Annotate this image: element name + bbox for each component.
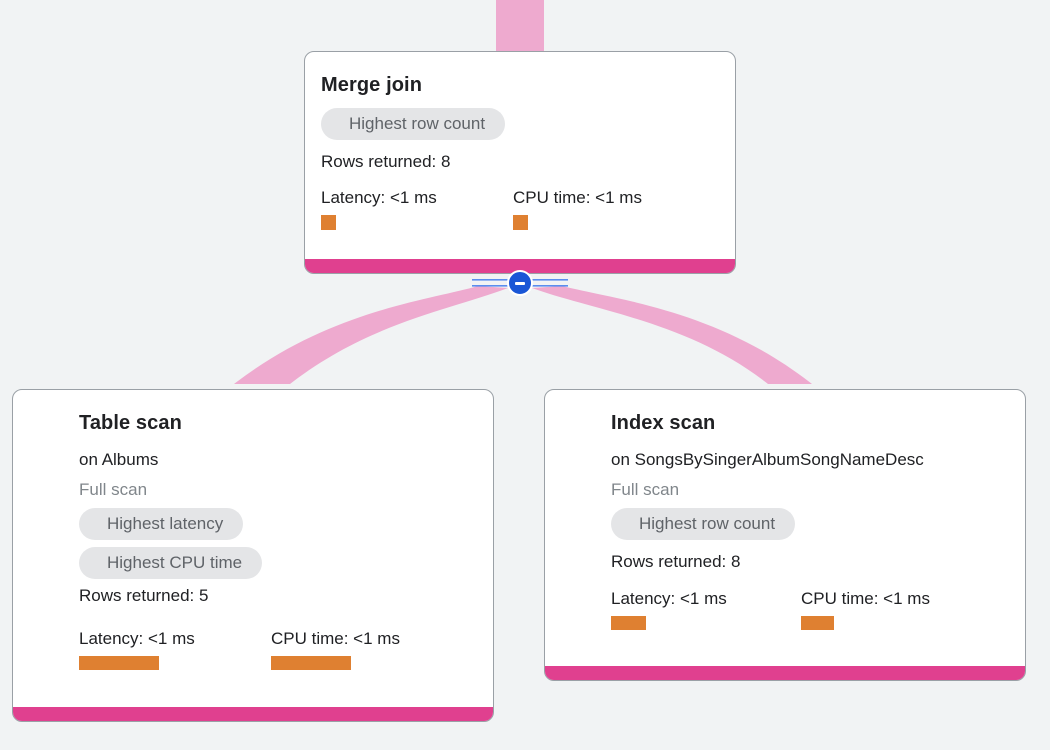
node-table-scan-content: Table scan on Albums Full scan Highest l… xyxy=(13,390,493,721)
metric-latency: Latency: <1 ms xyxy=(79,628,195,670)
node-scan-type: Full scan xyxy=(611,480,680,499)
node-status-bar xyxy=(545,666,1025,680)
node-table-scan[interactable]: Table scan on Albums Full scan Highest l… xyxy=(12,389,494,722)
chip-highest-row-count[interactable]: Highest row count xyxy=(611,508,796,540)
minus-glyph xyxy=(514,282,525,285)
node-merge-join[interactable]: Merge join Highest row count Rows return… xyxy=(304,51,736,274)
chip-list: Highest latency Highest CPU time xyxy=(79,508,263,586)
node-scan-type: Full scan xyxy=(79,480,148,499)
node-index-scan[interactable]: Index scan on SongsBySingerAlbumSongName… xyxy=(544,389,1026,681)
edge-mergejoin-to-tablescan xyxy=(234,286,508,384)
node-title: Index scan xyxy=(611,412,716,434)
metric-latency: Latency: <1 ms xyxy=(611,588,727,630)
collapse-expand-toggle[interactable] xyxy=(472,270,568,296)
chip-list: Highest row count xyxy=(321,108,506,147)
metric-latency-bar xyxy=(79,656,159,670)
rows-returned-label: Rows returned: 5 xyxy=(79,586,209,605)
toggle-connector-lines xyxy=(472,279,568,287)
chip-highest-cpu-time[interactable]: Highest CPU time xyxy=(79,547,263,579)
node-title: Table scan xyxy=(79,412,182,434)
node-merge-join-content: Merge join Highest row count Rows return… xyxy=(305,52,735,273)
metric-cpu-time-label: CPU time: <1 ms xyxy=(801,589,930,608)
minus-circle-icon[interactable] xyxy=(507,270,533,296)
metric-cpu-time: CPU time: <1 ms xyxy=(271,628,400,670)
metric-latency-label: Latency: <1 ms xyxy=(79,629,195,648)
metric-cpu-time-label: CPU time: <1 ms xyxy=(513,188,642,207)
node-status-bar xyxy=(13,707,493,721)
metric-latency: Latency: <1 ms xyxy=(321,187,437,230)
chip-list: Highest row count xyxy=(611,508,796,547)
node-status-bar xyxy=(305,259,735,273)
metric-cpu-time-bar xyxy=(801,616,834,630)
metric-latency-bar xyxy=(321,215,336,230)
metric-cpu-time-bar xyxy=(513,215,528,230)
node-subtitle: on SongsBySingerAlbumSongNameDesc xyxy=(611,450,924,469)
rows-returned-label: Rows returned: 8 xyxy=(611,552,741,571)
chip-highest-row-count[interactable]: Highest row count xyxy=(321,108,506,140)
metric-latency-bar xyxy=(611,616,646,630)
metric-latency-label: Latency: <1 ms xyxy=(611,589,727,608)
metric-cpu-time: CPU time: <1 ms xyxy=(801,588,930,630)
rows-returned-label: Rows returned: 8 xyxy=(321,152,451,171)
edge-incoming-top xyxy=(496,0,544,54)
metric-latency-label: Latency: <1 ms xyxy=(321,188,437,207)
node-subtitle: on Albums xyxy=(79,450,159,469)
metric-cpu-time-label: CPU time: <1 ms xyxy=(271,629,400,648)
metric-cpu-time-bar xyxy=(271,656,351,670)
edge-mergejoin-to-indexscan xyxy=(532,286,812,384)
node-title: Merge join xyxy=(321,74,423,96)
node-index-scan-content: Index scan on SongsBySingerAlbumSongName… xyxy=(545,390,1025,680)
chip-highest-latency[interactable]: Highest latency xyxy=(79,508,244,540)
metric-cpu-time: CPU time: <1 ms xyxy=(513,187,642,230)
